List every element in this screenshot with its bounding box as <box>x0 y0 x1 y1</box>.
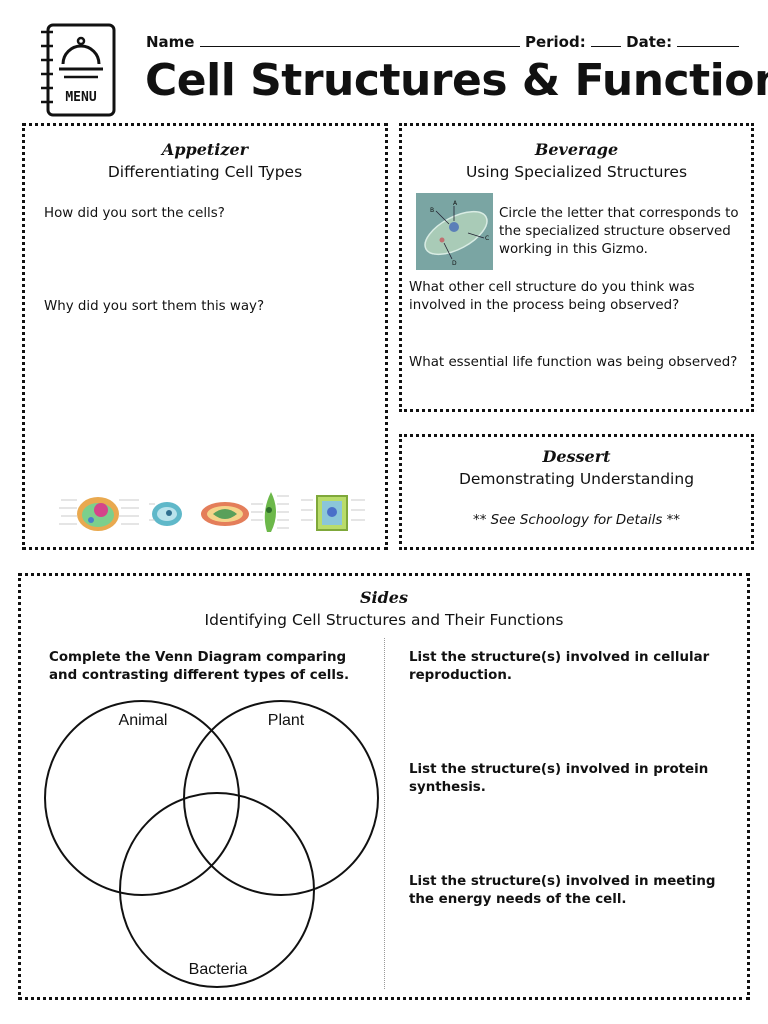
date-label: Date: <box>626 33 673 51</box>
dessert-details: ** See Schoology for Details ** <box>473 513 680 528</box>
sides-question-1: List the structure(s) involved in cellul… <box>409 650 710 683</box>
appetizer-question-2: Why did you sort them this way? <box>44 299 265 314</box>
dessert-section: Dessert Demonstrating Understanding ** S… <box>399 434 754 550</box>
image-letter-b[interactable]: B <box>430 207 434 214</box>
image-letter-c[interactable]: C <box>485 235 489 242</box>
cell-images <box>59 492 365 532</box>
sides-heading: Sides <box>359 588 408 607</box>
sides-question-3: List the structure(s) involved in meetin… <box>409 874 716 907</box>
name-label: Name <box>146 33 195 51</box>
appetizer-heading: Appetizer <box>161 140 249 159</box>
beverage-section: Beverage Using Specialized Structures A … <box>399 123 754 412</box>
menu-label: MENU <box>65 90 96 105</box>
beverage-instruction: Circle the letter that corresponds to th… <box>499 206 739 257</box>
venn-circle-bacteria[interactable] <box>119 792 315 988</box>
image-letter-a[interactable]: A <box>453 200 458 207</box>
appetizer-question-1: How did you sort the cells? <box>44 206 225 221</box>
euglena-cell-image <box>264 492 289 532</box>
beverage-question-1: What other cell structure do you think w… <box>409 280 695 313</box>
sides-section: Sides Identifying Cell Structures and Th… <box>18 573 750 1000</box>
bacteria-cell-image <box>201 502 263 526</box>
menu-icon: MENU <box>41 23 116 117</box>
fungal-cell-image <box>149 502 182 526</box>
name-period-date-line: Name Period: Date: <box>146 33 740 51</box>
venn-label-bacteria: Bacteria <box>189 961 248 978</box>
page-title: Cell Structures & Function <box>145 55 768 106</box>
gizmo-cell-image: A B C D <box>416 193 493 270</box>
animal-cell-image <box>59 497 139 531</box>
beverage-heading: Beverage <box>534 140 619 159</box>
venn-label-animal: Animal <box>119 712 168 729</box>
name-blank[interactable] <box>199 34 520 47</box>
venn-diagram: Animal Plant Bacteria <box>44 700 379 988</box>
beverage-question-2: What essential life function was being o… <box>409 355 738 370</box>
period-blank[interactable] <box>590 34 621 47</box>
appetizer-subtitle: Differentiating Cell Types <box>107 163 303 181</box>
sides-subtitle: Identifying Cell Structures and Their Fu… <box>204 611 564 629</box>
period-label: Period: <box>524 33 586 51</box>
venn-label-plant: Plant <box>268 712 305 729</box>
venn-circle-plant[interactable] <box>183 700 379 896</box>
image-letter-d[interactable]: D <box>452 260 457 267</box>
venn-instruction: Complete the Venn Diagram comparing and … <box>49 650 350 683</box>
sides-question-2: List the structure(s) involved in protei… <box>409 762 709 795</box>
appetizer-section: Appetizer Differentiating Cell Types How… <box>22 123 388 550</box>
beverage-subtitle: Using Specialized Structures <box>465 163 688 181</box>
sides-divider <box>384 638 385 989</box>
dessert-subtitle: Demonstrating Understanding <box>458 470 695 488</box>
dessert-heading: Dessert <box>542 447 611 466</box>
date-blank[interactable] <box>677 34 740 47</box>
plant-cell-image <box>301 495 365 531</box>
venn-circle-animal[interactable] <box>44 700 240 896</box>
